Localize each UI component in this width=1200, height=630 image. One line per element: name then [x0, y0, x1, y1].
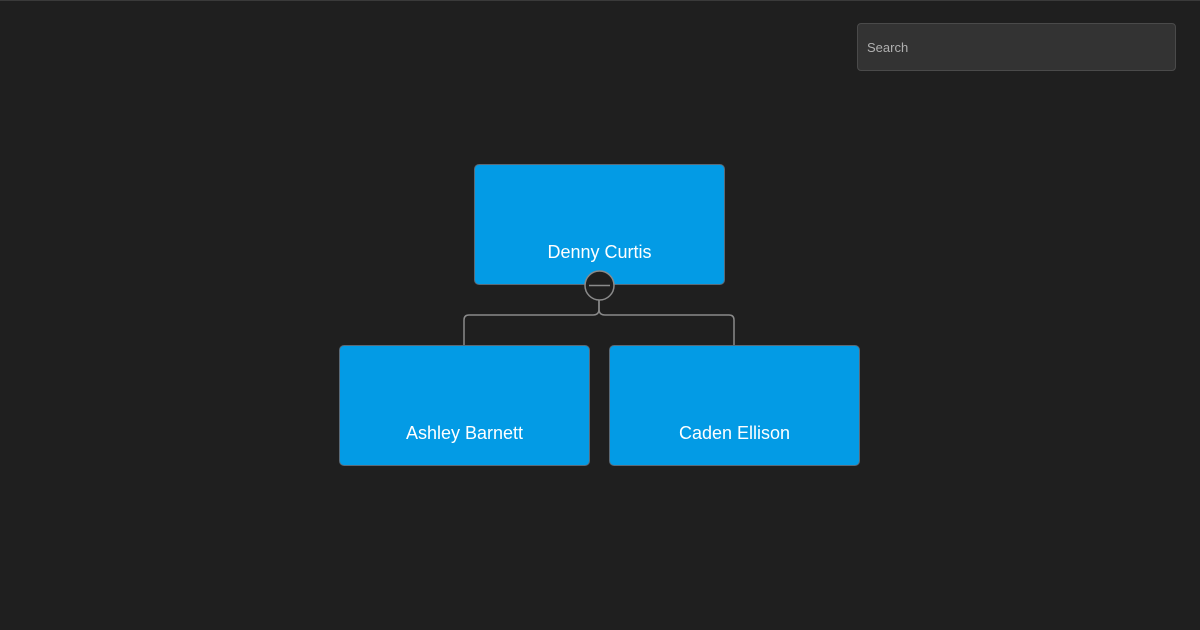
node-name: Caden Ellison	[678, 423, 791, 443]
node-name: Ashley Barnett	[405, 423, 524, 443]
node-root[interactable]: Denny Curtis	[474, 164, 725, 285]
node-child[interactable]: Caden Ellison	[609, 345, 860, 466]
minus-icon[interactable]	[584, 270, 615, 301]
node-name: Denny Curtis	[547, 242, 652, 262]
search-input[interactable]	[857, 23, 1176, 71]
top-border	[0, 0, 1200, 1]
node-child[interactable]: Ashley Barnett	[339, 345, 590, 466]
